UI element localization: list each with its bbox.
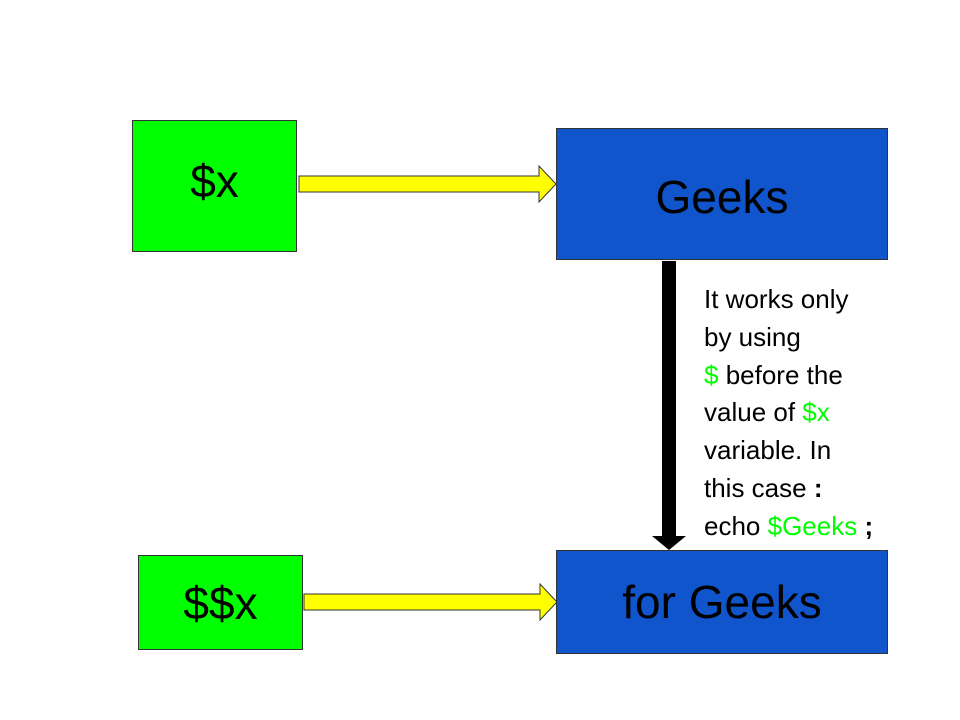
note-x-highlight: $x bbox=[802, 397, 830, 428]
value-geeks-box: Geeks bbox=[556, 128, 888, 260]
value-for-geeks-label: for Geeks bbox=[622, 576, 822, 628]
variable-x-box: $x bbox=[132, 120, 297, 252]
arrow-geeks-to-forgeeks bbox=[652, 261, 686, 550]
arrow-x-to-geeks bbox=[298, 164, 557, 204]
note-line-2: by using bbox=[704, 321, 801, 352]
note-line-4: value of $x bbox=[704, 394, 873, 432]
note-line-3-text: before the bbox=[718, 359, 843, 390]
note-line-1: It works only bbox=[704, 284, 849, 314]
value-geeks-label: Geeks bbox=[655, 171, 789, 223]
note-line-5: variable. In bbox=[704, 435, 832, 466]
arrow-xx-to-forgeeks bbox=[303, 582, 558, 622]
note-line-4-text: value of bbox=[704, 397, 803, 428]
note-line-3: $ before the bbox=[704, 357, 873, 395]
note-line-7: echo $Geeks ; bbox=[704, 508, 873, 546]
note-semicolon: ; bbox=[857, 510, 874, 541]
variable-x-label: $x bbox=[190, 155, 239, 207]
note-geeks-highlight: $Geeks bbox=[767, 510, 858, 541]
note-line-7-text: echo bbox=[704, 510, 768, 541]
variable-variable-x-label: $$x bbox=[183, 576, 258, 629]
variable-variable-x-box: $$x bbox=[138, 555, 303, 650]
value-for-geeks-box: for Geeks bbox=[556, 550, 888, 654]
note-line-6: this case : bbox=[704, 470, 873, 508]
note-dollar-highlight: $ bbox=[704, 359, 719, 390]
note-line-6-text: this case bbox=[704, 472, 814, 503]
explanation-note: It works only by using $ before the valu… bbox=[704, 281, 873, 546]
note-colon: : bbox=[813, 472, 823, 503]
